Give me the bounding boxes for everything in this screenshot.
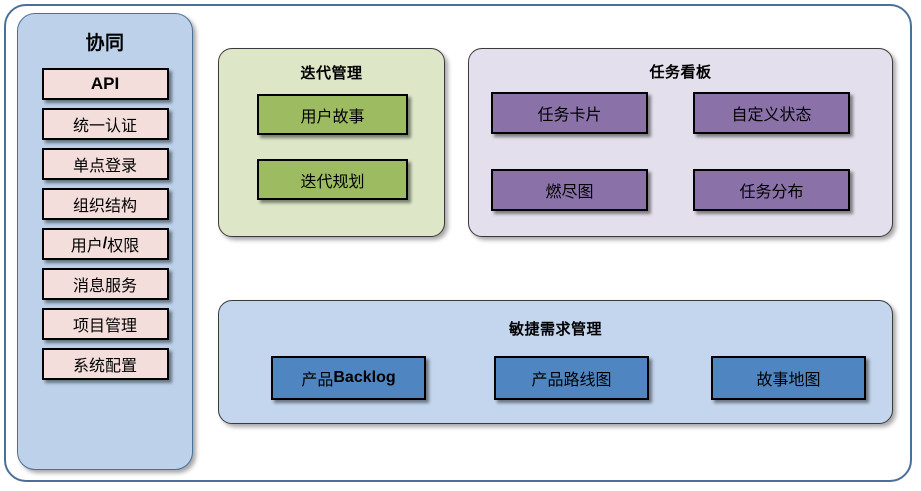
iteration-item-iteration-planning[interactable]: 迭代规划 xyxy=(257,159,408,200)
sidebar-item-sso[interactable]: 单点登录 xyxy=(41,148,169,180)
agile-item-story-map[interactable]: 故事地图 xyxy=(711,356,866,400)
outer-frame xyxy=(4,4,912,482)
taskboard-item-task-distribution[interactable]: 任务分布 xyxy=(693,169,850,211)
sidebar-item-list: API 统一认证 单点登录 组织结构 用户/权限 消息服务 项目管理 系统配置 xyxy=(18,68,192,388)
taskboard-item-task-card[interactable]: 任务卡片 xyxy=(491,92,648,134)
iteration-management-panel: 迭代管理 用户故事 迭代规划 xyxy=(218,48,445,237)
iteration-item-user-story[interactable]: 用户故事 xyxy=(257,94,408,135)
taskboard-panel: 任务看板 任务卡片 自定义状态 燃尽图 任务分布 xyxy=(468,48,893,237)
taskboard-item-burndown-chart[interactable]: 燃尽图 xyxy=(491,169,648,211)
sidebar-item-unified-auth[interactable]: 统一认证 xyxy=(41,108,169,140)
agile-item-product-backlog-prefix: 产品 xyxy=(301,372,334,389)
sidebar-item-system-config[interactable]: 系统配置 xyxy=(41,348,169,380)
sidebar-title: 协同 xyxy=(85,33,125,54)
agile-item-product-backlog-suffix: Backlog xyxy=(333,369,396,386)
sidebar-item-user-permission[interactable]: 用户/权限 xyxy=(41,228,169,260)
taskboard-item-custom-status[interactable]: 自定义状态 xyxy=(693,92,850,134)
agile-item-product-roadmap[interactable]: 产品路线图 xyxy=(494,356,649,400)
taskboard-title: 任务看板 xyxy=(649,64,712,81)
sidebar-item-org-structure[interactable]: 组织结构 xyxy=(41,188,169,220)
sidebar-item-project-management[interactable]: 项目管理 xyxy=(41,308,169,340)
agile-requirement-title: 敏捷需求管理 xyxy=(508,321,602,338)
sidebar-item-message-service[interactable]: 消息服务 xyxy=(41,268,169,300)
sidebar-item-api[interactable]: API xyxy=(41,68,169,100)
sidebar-panel: 协同 API 统一认证 单点登录 组织结构 用户/权限 消息服务 项目管理 系统… xyxy=(17,13,193,470)
iteration-management-title: 迭代管理 xyxy=(300,65,363,82)
